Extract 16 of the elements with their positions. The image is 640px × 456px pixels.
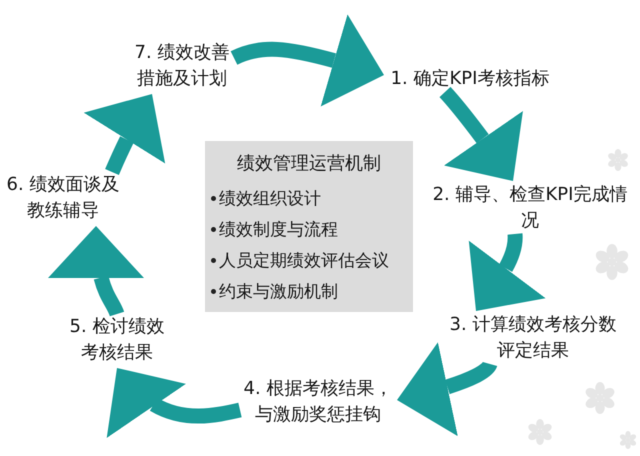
step-label: 2. 辅导、检查KPI完成情况 bbox=[428, 182, 632, 234]
list-item-text: 绩效组织设计 bbox=[219, 188, 321, 210]
step-label: 1. 确定KPI考核指标 bbox=[384, 66, 556, 92]
info-box bbox=[205, 141, 413, 312]
step-label: 3. 计算绩效考核分数评定结果 bbox=[445, 312, 621, 364]
list-item-text: 人员定期绩效评估会议 bbox=[219, 250, 389, 272]
list-item-text: 约束与激励机制 bbox=[219, 280, 338, 304]
list-item-text: 绩效制度与流程 bbox=[219, 218, 338, 242]
box-heading: 绩效管理运营机制 bbox=[237, 152, 381, 176]
arrow bbox=[231, 14, 386, 106]
arrow bbox=[49, 226, 146, 317]
step-label: 6. 绩效面谈及教练辅导 bbox=[4, 172, 122, 224]
step-label: 7. 绩效改善措施及计划 bbox=[130, 40, 234, 92]
arrow bbox=[395, 342, 496, 436]
step-label: 5. 检讨绩效考核结果 bbox=[67, 314, 167, 366]
step-label: 4. 根据考核结果，与激励奖惩挂钩 bbox=[240, 376, 396, 428]
